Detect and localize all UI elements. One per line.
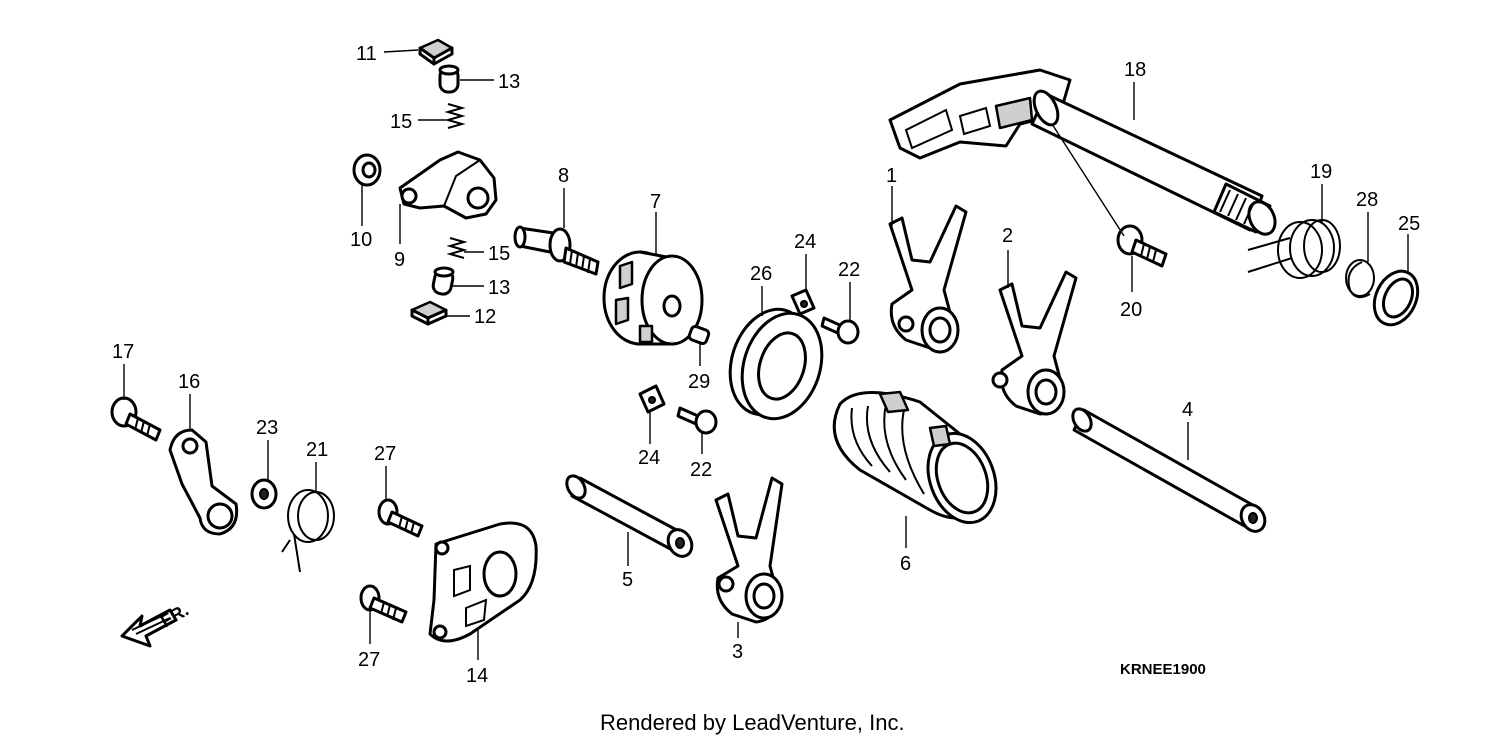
part-7-drum-cam <box>602 250 704 346</box>
part-5-rod <box>565 474 694 558</box>
label-part-29: 29 <box>688 371 710 393</box>
part-14-plate <box>428 521 538 643</box>
part-3-fork <box>714 476 784 624</box>
label-part-6: 6 <box>900 553 911 575</box>
part-16-arm <box>168 428 239 536</box>
part-22-screw-upper <box>820 316 860 345</box>
label-part-20: 20 <box>1120 299 1142 321</box>
part-1-fork <box>888 204 968 354</box>
label-part-16: 16 <box>178 371 200 393</box>
part-27-bolt-upper <box>377 498 424 538</box>
label-part-3: 3 <box>732 641 743 663</box>
part-29-pin <box>687 324 711 346</box>
part-4-rod <box>1071 407 1267 533</box>
label-part-18: 18 <box>1124 59 1146 81</box>
label-part-17: 21 <box>306 439 328 461</box>
part-24-plate-lower <box>638 384 666 414</box>
label-part-10: 10 <box>350 229 372 251</box>
label-part-28: 28 <box>1356 189 1378 211</box>
label-part-2: 2 <box>1002 225 1013 247</box>
label-part-9: 9 <box>394 249 405 271</box>
part-13-pin-lower <box>431 266 455 296</box>
label-part-26: 26 <box>750 263 772 285</box>
label-part-15-upper: 15 <box>390 111 412 133</box>
part-2-fork <box>991 270 1078 416</box>
part-10-washer <box>352 153 382 187</box>
part-23-washer <box>250 478 278 510</box>
label-part-7: 7 <box>650 191 661 213</box>
label-part-1: 1 <box>886 165 897 187</box>
front-direction-arrow: FR. <box>120 600 192 648</box>
leader-lines <box>123 49 1409 660</box>
part-11-cap <box>418 38 454 66</box>
part-25-washer <box>1372 269 1420 327</box>
part-22-screw-lower <box>676 406 718 435</box>
part-21-bolt <box>110 396 162 442</box>
label-part-27-lower: 27 <box>358 649 380 671</box>
label-part-23: 23 <box>256 417 278 439</box>
part-28-circlip <box>1345 259 1375 299</box>
label-part-13-upper: 13 <box>498 71 520 93</box>
part-12-cap <box>410 300 448 326</box>
drawing-code: KRNEE1900 <box>1120 661 1206 678</box>
render-credit: Rendered by LeadVenture, Inc. <box>600 710 905 735</box>
label-part-11: 11 <box>356 43 377 65</box>
part-13-pin-upper <box>438 64 460 94</box>
label-part-21: 17 <box>112 341 134 363</box>
part-8-bolt <box>513 225 600 276</box>
label-part-12: 12 <box>474 306 496 328</box>
label-part-15-lower: 15 <box>488 243 510 265</box>
label-part-24-lower: 24 <box>638 447 660 469</box>
part-20-bolt <box>1116 224 1168 268</box>
label-part-25: 25 <box>1398 213 1420 235</box>
part-9-stopper-arm <box>398 150 498 220</box>
part-15-spring-upper <box>444 103 466 129</box>
part-26-bearing <box>728 307 824 421</box>
label-part-5: 5 <box>622 569 633 591</box>
label-part-14: 14 <box>466 665 488 687</box>
label-part-27-upper: 27 <box>374 443 396 465</box>
part-15-spring-lower <box>446 237 468 259</box>
label-part-13-lower: 13 <box>488 277 510 299</box>
part-24-plate-upper <box>790 288 816 316</box>
part-6-shift-drum <box>832 390 998 525</box>
label-part-22-upper: 22 <box>838 259 860 281</box>
label-part-19: 19 <box>1310 161 1332 183</box>
label-part-8: 8 <box>558 165 569 187</box>
part-17-spring <box>281 489 335 573</box>
part-18-shift-spindle <box>888 68 1277 236</box>
label-part-22-lower: 22 <box>690 459 712 481</box>
label-part-24-upper: 24 <box>794 231 816 253</box>
part-27-bolt-lower <box>359 584 408 624</box>
label-part-4: 4 <box>1182 399 1193 421</box>
part-number-labels: 11 13 15 10 9 15 13 12 8 7 26 24 22 29 2… <box>112 43 1420 687</box>
